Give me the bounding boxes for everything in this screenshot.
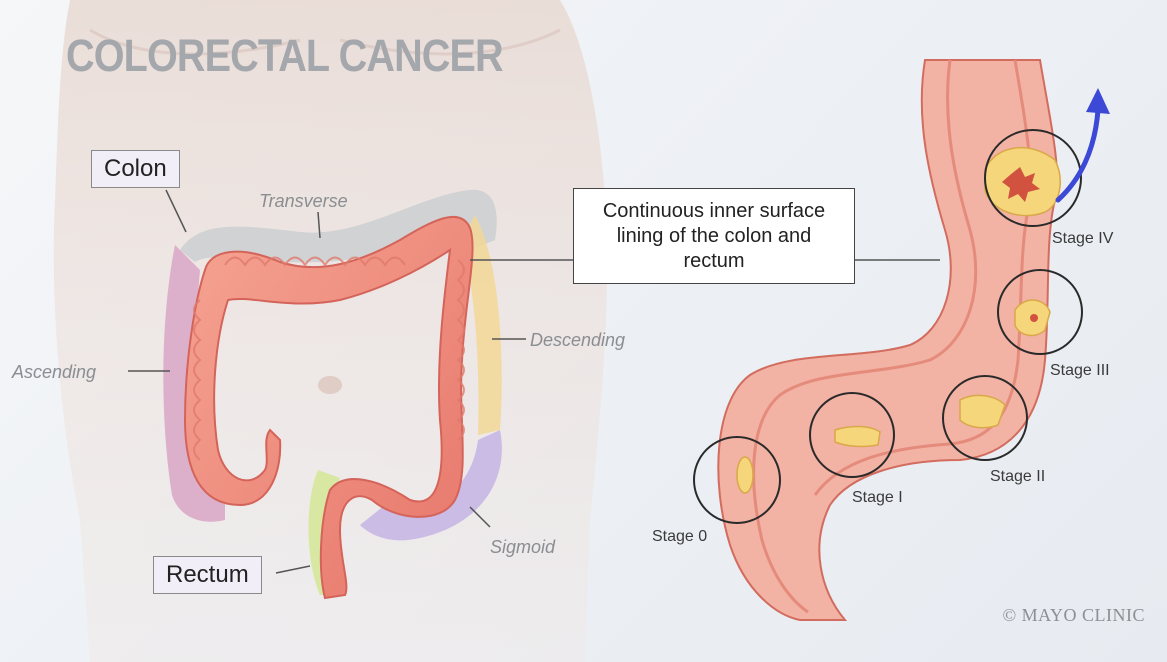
colon-wall-section	[718, 60, 1057, 620]
arrowhead-icon	[1086, 88, 1110, 114]
descending-label: Descending	[530, 330, 625, 351]
stage-1-label: Stage I	[852, 489, 903, 507]
stage-3-label: Stage III	[1050, 362, 1110, 380]
sigmoid-label: Sigmoid	[490, 537, 555, 558]
metastasis-arrow-icon	[1058, 110, 1098, 200]
stage-2-label: Stage II	[990, 468, 1045, 486]
rectum-label: Rectum	[153, 556, 262, 594]
ascending-label: Ascending	[12, 362, 96, 383]
colon-label: Colon	[91, 150, 180, 188]
navel	[318, 376, 342, 394]
transverse-label: Transverse	[259, 191, 348, 212]
stage-4-label: Stage IV	[1052, 230, 1113, 248]
page-title: COLORECTAL CANCER	[66, 30, 503, 82]
copyright-credit: © MAYO CLINIC	[1002, 605, 1145, 626]
stage-0-label: Stage 0	[652, 528, 707, 546]
lining-callout: Continuous inner surface lining of the c…	[573, 188, 855, 284]
